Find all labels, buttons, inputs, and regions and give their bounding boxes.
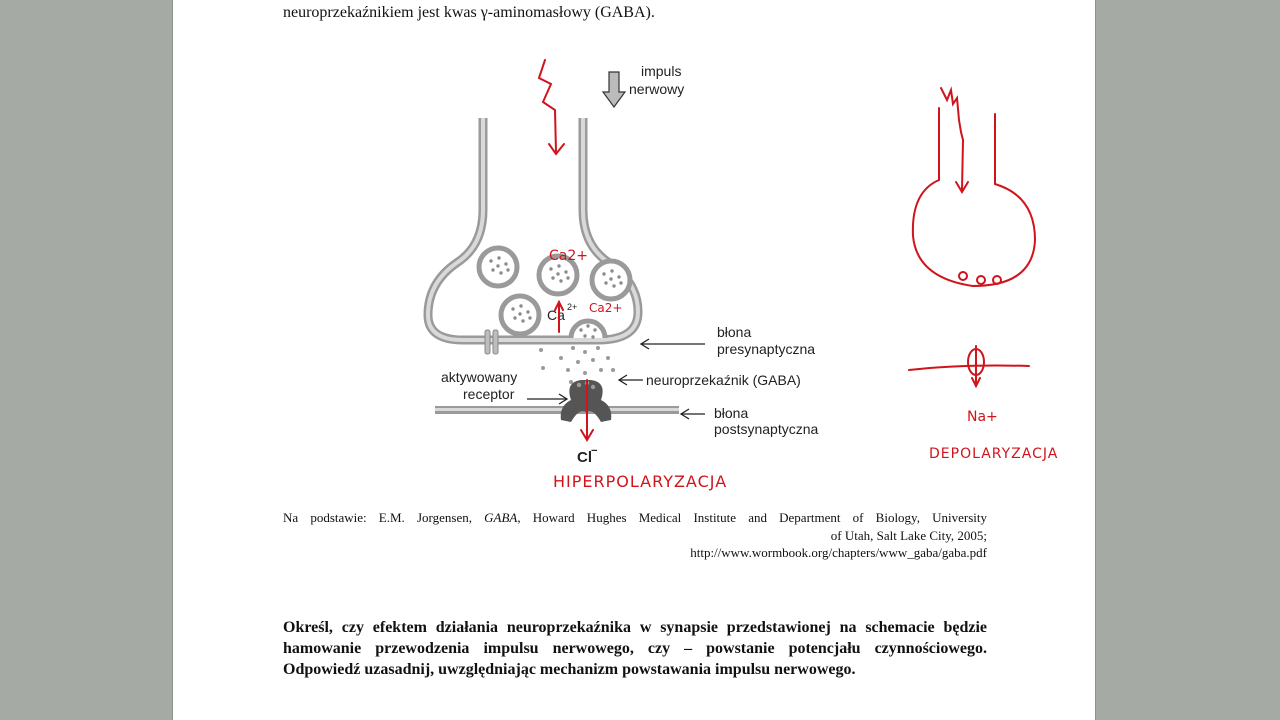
label-chloride-superscript: − — [591, 445, 597, 457]
intro-text: neuroprzekaźnikiem jest kwas γ-aminomasł… — [283, 4, 655, 21]
source-caption: Na podstawie: E.M. Jorgensen, GABA, Howa… — [283, 509, 987, 562]
red-lightning-sketch — [940, 86, 965, 191]
caption-url: http://www.wormbook.org/chapters/www_gab… — [690, 545, 987, 560]
label-chloride: Cl — [577, 449, 592, 466]
synapse-diagram: impuls nerwowy Ca 2+ błona presynaptyczn… — [423, 40, 1058, 491]
caption-line-2: of Utah, Salt Lake City, 2005; — [830, 527, 987, 543]
label-nerwowy: nerwowy — [629, 81, 684, 97]
synaptic-vesicles — [476, 245, 633, 339]
label-ca: Ca — [547, 307, 565, 323]
label-blona-post-2: postsynaptyczna — [714, 421, 818, 437]
red-membrane-sketch — [908, 364, 1030, 371]
annotation-ca-1: Ca2+ — [549, 248, 588, 264]
label-impuls: impuls — [641, 63, 681, 79]
impulse-arrow-icon — [601, 71, 627, 109]
neurotransmitter-particles — [539, 346, 615, 387]
label-receptor: receptor — [463, 386, 515, 402]
document-page: neuroprzekaźnikiem jest kwas γ-aminomasł… — [172, 0, 1096, 720]
caption-title: GABA — [484, 510, 518, 525]
annotation-hiperpolaryzacja: HIPERPOLARYZACJA — [553, 472, 727, 491]
red-lightning-icon — [537, 59, 557, 153]
label-aktywowany: aktywowany — [441, 369, 517, 385]
calcium-channel — [484, 329, 491, 355]
annotation-ca-2: Ca2+ — [589, 301, 622, 315]
annotation-depolaryzacja: DEPOLARYZACJA — [929, 446, 1058, 462]
red-terminal-sketch — [911, 107, 1037, 288]
label-blona-post-1: błona — [714, 405, 748, 421]
caption-line-1: Na podstawie: E.M. Jorgensen, GABA, Howa… — [283, 510, 988, 525]
label-blona-pre-2: presynaptyczna — [717, 341, 815, 357]
label-blona-pre-1: błona — [717, 324, 751, 340]
red-handwriting — [537, 59, 1037, 442]
label-neuroprzekaznik: neuroprzekaźnik (GABA) — [646, 372, 801, 388]
annotation-na: Na+ — [967, 409, 998, 425]
label-ca-superscript: 2+ — [567, 302, 577, 312]
label-pointers — [527, 338, 705, 420]
exam-question: Określ, czy efektem działania neuroprzek… — [283, 619, 987, 678]
